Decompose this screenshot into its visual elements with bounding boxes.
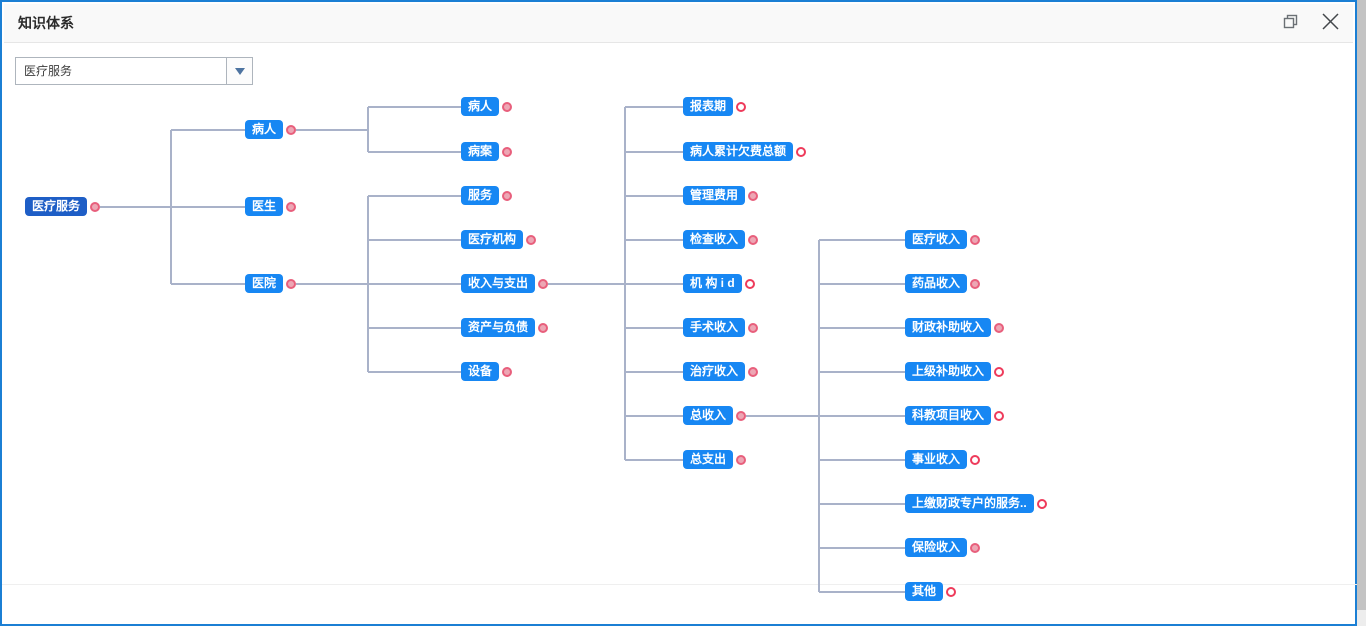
node-dot[interactable] [538, 279, 548, 289]
node-dot[interactable] [90, 202, 100, 212]
node-dot[interactable] [286, 202, 296, 212]
tree-node[interactable]: 病人累计欠费总额 [683, 142, 794, 161]
scrollbar-track-end [1357, 610, 1366, 626]
restore-icon [1283, 14, 1298, 32]
restore-button[interactable] [1275, 8, 1305, 38]
tree-node[interactable]: 报表期 [683, 97, 734, 116]
tree-node[interactable]: 收入与支出 [461, 274, 536, 293]
node-dot[interactable] [1037, 499, 1047, 509]
node-dot[interactable] [736, 102, 746, 112]
node-dot[interactable] [502, 147, 512, 157]
node-dot[interactable] [946, 587, 956, 597]
node-dot[interactable] [526, 235, 536, 245]
node-dot[interactable] [748, 323, 758, 333]
node-dot[interactable] [502, 367, 512, 377]
scrollbar-track[interactable] [1357, 0, 1366, 626]
node-dot[interactable] [994, 367, 1004, 377]
divider-line [2, 584, 1357, 585]
node-dot[interactable] [745, 279, 755, 289]
window-title: 知识体系 [18, 15, 74, 31]
tree-node[interactable]: 科教项目收入 [905, 406, 992, 425]
tree-node[interactable]: 医疗服务 [25, 197, 88, 216]
tree-node[interactable]: 病人 [245, 120, 284, 139]
tree-node[interactable]: 资产与负债 [461, 318, 536, 337]
triangle-down-icon [234, 67, 245, 75]
tree-node[interactable]: 上级补助收入 [905, 362, 992, 381]
node-dot[interactable] [796, 147, 806, 157]
tree-node[interactable]: 其他 [905, 582, 944, 601]
window-titlebar: 知识体系 [4, 4, 1353, 43]
node-dot[interactable] [994, 323, 1004, 333]
node-dot[interactable] [970, 455, 980, 465]
tree-node[interactable]: 机 构 i d [683, 274, 742, 293]
tree-node[interactable]: 治疗收入 [683, 362, 746, 381]
dropdown-arrow-button[interactable] [226, 58, 252, 84]
tree-node[interactable]: 事业收入 [905, 450, 968, 469]
tree-node[interactable]: 检查收入 [683, 230, 746, 249]
tree-node[interactable]: 管理费用 [683, 186, 746, 205]
tree-node[interactable]: 病人 [461, 97, 500, 116]
node-dot[interactable] [748, 191, 758, 201]
tree-node[interactable]: 总收入 [683, 406, 734, 425]
tree-node[interactable]: 设备 [461, 362, 500, 381]
tree-node[interactable]: 服务 [461, 186, 500, 205]
node-dot[interactable] [748, 235, 758, 245]
node-dot[interactable] [736, 455, 746, 465]
tree-node[interactable]: 病案 [461, 142, 500, 161]
close-icon [1321, 13, 1339, 33]
tree-node[interactable]: 手术收入 [683, 318, 746, 337]
node-dot[interactable] [970, 543, 980, 553]
node-dot[interactable] [286, 279, 296, 289]
tree-node[interactable]: 总支出 [683, 450, 734, 469]
tree-node[interactable]: 财政补助收入 [905, 318, 992, 337]
node-dot[interactable] [994, 411, 1004, 421]
tree-node[interactable]: 保险收入 [905, 538, 968, 557]
tree-node[interactable]: 上缴财政专户的服务.. [905, 494, 1034, 513]
tree-node[interactable]: 医疗收入 [905, 230, 968, 249]
node-dot[interactable] [970, 279, 980, 289]
node-dot[interactable] [502, 102, 512, 112]
node-dot[interactable] [736, 411, 746, 421]
tree-node[interactable]: 医疗机构 [461, 230, 524, 249]
tree-node[interactable]: 医生 [245, 197, 284, 216]
tree-node[interactable]: 医院 [245, 274, 284, 293]
node-dot[interactable] [538, 323, 548, 333]
selected-knowledge-base: 医疗服务 [24, 64, 73, 78]
knowledge-base-select[interactable]: 医疗服务 [15, 57, 253, 85]
node-dot[interactable] [286, 125, 296, 135]
node-dot[interactable] [970, 235, 980, 245]
node-dot[interactable] [502, 191, 512, 201]
close-button[interactable] [1315, 8, 1345, 38]
tree-node[interactable]: 药品收入 [905, 274, 968, 293]
node-dot[interactable] [748, 367, 758, 377]
